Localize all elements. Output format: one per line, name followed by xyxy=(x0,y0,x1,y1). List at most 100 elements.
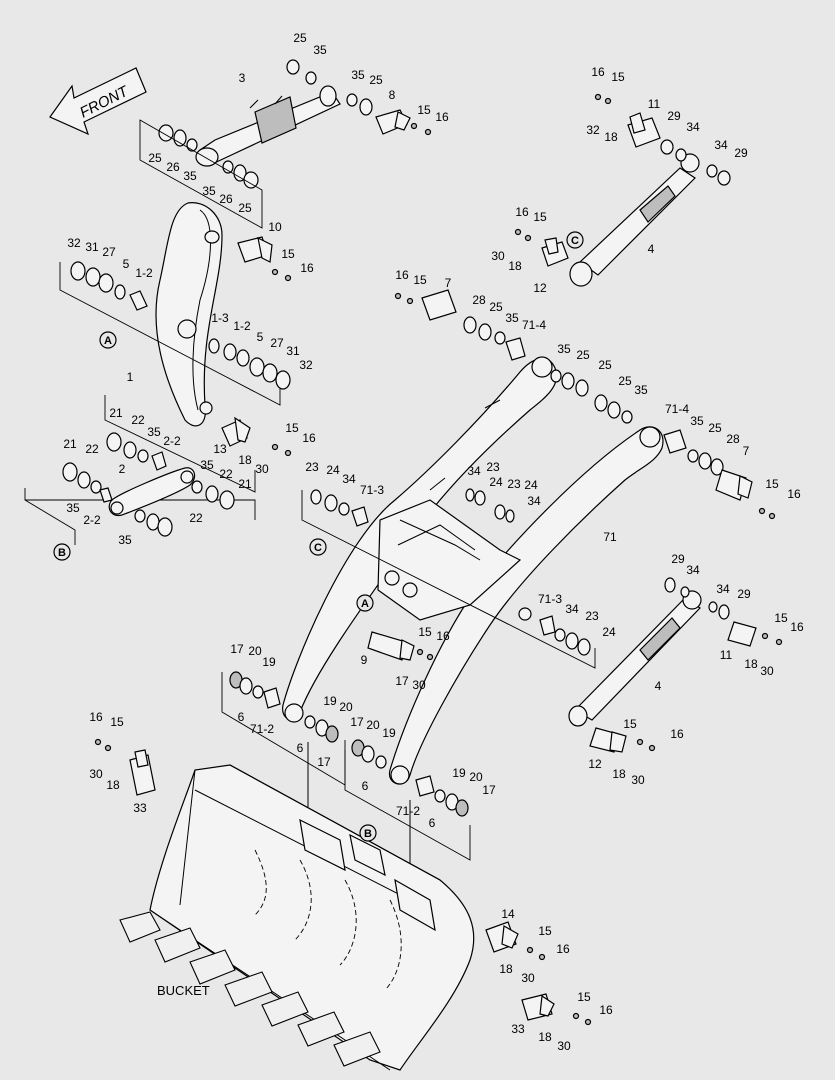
part-callout: 24 xyxy=(489,475,503,489)
part-callout: 21 xyxy=(63,437,77,451)
part-callout: 21 xyxy=(238,477,252,491)
reference-marker-a: A xyxy=(99,331,117,349)
part-callout: 18 xyxy=(238,453,252,467)
part-callout: 30 xyxy=(760,664,774,678)
part-callout: 19 xyxy=(262,655,276,669)
lift-arm-71 xyxy=(282,356,664,785)
part-callout: 16 xyxy=(670,727,684,741)
part-callout: 2-2 xyxy=(83,513,101,527)
part-callout: 71-2 xyxy=(396,804,420,818)
exploded-group-frame xyxy=(104,395,256,493)
part-callout: 71-2 xyxy=(250,722,274,736)
part-callout: 27 xyxy=(102,245,116,259)
part-callout: 15 xyxy=(538,924,552,938)
part-callout: 14 xyxy=(501,907,515,921)
part-callout: 18 xyxy=(499,962,513,976)
pin-8 xyxy=(375,109,411,135)
part-callout: 19 xyxy=(382,726,396,740)
part-callout: 71-4 xyxy=(522,318,546,332)
part-callout: 4 xyxy=(648,242,655,256)
exploded-group-frame xyxy=(139,119,263,229)
part-callout: 35 xyxy=(690,414,704,428)
pin-11-upper xyxy=(627,112,731,186)
part-callout: 19 xyxy=(323,694,337,708)
part-callout: 34 xyxy=(527,494,541,508)
bucket-label: BUCKET xyxy=(157,983,210,998)
part-callout: 25 xyxy=(708,421,722,435)
part-callout: 11 xyxy=(720,648,733,662)
part-callout: 35 xyxy=(200,458,214,472)
part-callout: 30 xyxy=(255,462,269,476)
part-callout: 16 xyxy=(556,942,570,956)
lift-cylinder-lower xyxy=(568,577,757,753)
reference-marker-letter: C xyxy=(314,542,322,554)
part-callout: 27 xyxy=(270,336,284,350)
part-callout: 20 xyxy=(469,770,483,784)
pin-13 xyxy=(221,416,251,447)
part-callout: 23 xyxy=(507,477,521,491)
pin-12-upper xyxy=(541,237,569,267)
part-callout: 25 xyxy=(576,348,590,362)
part-callout: 16 xyxy=(435,110,449,124)
part-callout: 16 xyxy=(395,268,409,282)
part-callout: 18 xyxy=(106,778,120,792)
part-callout: 35 xyxy=(351,68,365,82)
part-callout: 28 xyxy=(726,432,740,446)
part-callout: 16 xyxy=(436,629,450,643)
part-callout: 23 xyxy=(305,460,319,474)
front-direction-arrow: FRONT xyxy=(49,67,147,136)
bellcrank-1 xyxy=(155,202,223,427)
part-callout: 24 xyxy=(602,625,616,639)
part-callout: 28 xyxy=(472,293,486,307)
part-callout: 18 xyxy=(612,767,626,781)
part-callout: 35 xyxy=(183,169,197,183)
part-callout: 5 xyxy=(123,257,130,271)
part-callout: 17 xyxy=(230,642,244,656)
exploded-group-frame xyxy=(59,262,281,406)
pin-14 xyxy=(485,921,519,953)
part-callout: 15 xyxy=(417,103,431,117)
part-callout: 35 xyxy=(557,342,571,356)
part-callout: 15 xyxy=(285,421,299,435)
part-callout: 34 xyxy=(686,563,700,577)
part-callout: 7 xyxy=(743,444,750,458)
part-callout: 29 xyxy=(667,109,681,123)
part-callout: 26 xyxy=(219,192,233,206)
part-callout: 71 xyxy=(603,530,617,544)
part-callout: 71-4 xyxy=(665,402,689,416)
lower-bushings xyxy=(229,671,469,817)
part-callout: 22 xyxy=(85,442,99,456)
part-callout: 16 xyxy=(515,205,529,219)
part-callout: 35 xyxy=(202,184,216,198)
part-callout: 1 xyxy=(127,370,134,384)
part-callout: 34 xyxy=(716,582,730,596)
part-callout: 25 xyxy=(238,201,252,215)
part-callout: 16 xyxy=(300,261,314,275)
bucket xyxy=(119,764,475,1071)
reference-marker-b: B xyxy=(359,824,377,842)
part-callout: 15 xyxy=(611,70,625,84)
part-callout: 23 xyxy=(486,460,500,474)
part-callout: 32 xyxy=(586,123,600,137)
pin-33-right xyxy=(521,993,555,1021)
exploded-group-frame xyxy=(301,490,596,669)
part-callout: 3 xyxy=(239,71,246,85)
c-group-washers xyxy=(310,488,591,656)
link-2 xyxy=(62,432,235,537)
part-callout: 1-3 xyxy=(211,311,229,325)
part-callout: 30 xyxy=(557,1039,571,1053)
part-callout: 1-2 xyxy=(233,319,251,333)
part-callout: 15 xyxy=(418,625,432,639)
bolts xyxy=(94,93,783,1026)
part-callout: 25 xyxy=(618,374,632,388)
part-callout: 17 xyxy=(317,755,331,769)
part-callout: 20 xyxy=(366,718,380,732)
part-callout: 8 xyxy=(389,88,396,102)
part-callout: 29 xyxy=(737,587,751,601)
part-callout: 25 xyxy=(369,73,383,87)
part-callout: 15 xyxy=(765,477,779,491)
part-callout: 6 xyxy=(429,816,436,830)
part-callout: 22 xyxy=(189,511,203,525)
